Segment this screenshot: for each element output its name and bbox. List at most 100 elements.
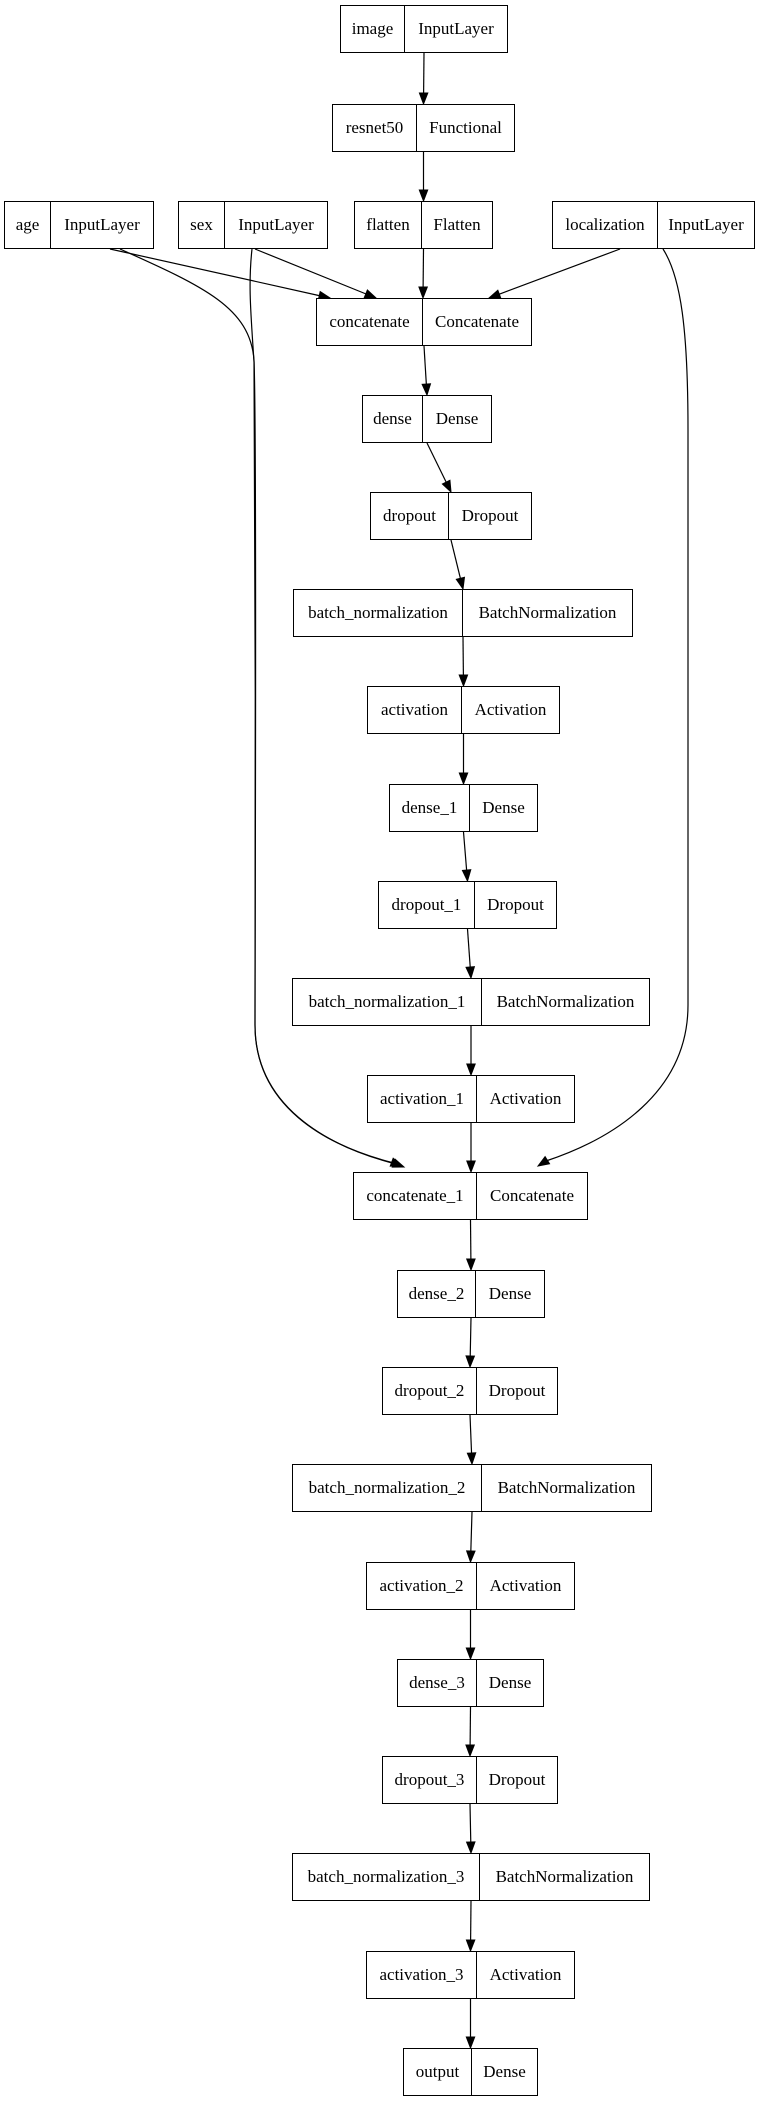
node-batch_normalization_3-class: BatchNormalization	[495, 1867, 634, 1886]
node-flatten: flatten Flatten	[354, 201, 493, 249]
node-localization-class: InputLayer	[668, 215, 744, 234]
node-dense_3-class: Dense	[488, 1673, 532, 1692]
node-output: output Dense	[403, 2048, 538, 2096]
node-dropout-class: Dropout	[461, 506, 519, 525]
edge-sex-concatenate_1	[249, 248, 404, 1167]
node-activation-name: activation	[368, 687, 462, 733]
node-batch_normalization_3-name: batch_normalization_3	[293, 1854, 480, 1900]
edge-batch_normalization_1-activation_1	[466, 1026, 476, 1077]
edge-concatenate_1-dense_2	[465, 1219, 476, 1272]
edge-dense-dropout	[426, 442, 452, 494]
node-activation_1-name: activation_1	[368, 1076, 477, 1122]
edge-dense_2-dropout_2	[465, 1317, 476, 1369]
node-activation_3-name: activation_3	[367, 1952, 477, 1998]
node-activation_2-name: activation_2	[367, 1563, 477, 1609]
node-batch_normalization_2-name: batch_normalization_2	[293, 1465, 482, 1511]
edge-activation_3-output	[465, 1999, 476, 2050]
node-dropout_2-name: dropout_2	[383, 1368, 477, 1414]
edge-dropout_1-batch_normalization_1	[465, 928, 476, 980]
edge-age-concatenate	[109, 248, 332, 301]
edge-concatenate-dense	[421, 345, 432, 397]
node-sex: sex InputLayer	[178, 201, 328, 249]
edge-age-concatenate_1	[119, 248, 406, 1168]
node-activation_2-class: Activation	[489, 1576, 562, 1595]
edge-dropout-batch_normalization	[450, 539, 466, 591]
node-batch_normalization: batch_normalization BatchNormalization	[293, 589, 633, 637]
node-activation-class: Activation	[474, 700, 547, 719]
node-localization: localization InputLayer	[552, 201, 755, 249]
node-dense: dense Dense	[362, 395, 492, 443]
edge-dropout_3-batch_normalization_3	[465, 1803, 476, 1855]
node-batch_normalization_2: batch_normalization_2 BatchNormalization	[292, 1464, 652, 1512]
node-batch_normalization_2-class: BatchNormalization	[497, 1478, 636, 1497]
node-sex-name: sex	[179, 202, 225, 248]
node-dense_2-class: Dense	[488, 1284, 532, 1303]
edge-batch_normalization_3-activation_3	[465, 1900, 476, 1953]
node-batch_normalization_3: batch_normalization_3 BatchNormalization	[292, 1853, 650, 1901]
node-dropout-name: dropout	[371, 493, 449, 539]
node-concatenate: concatenate Concatenate	[316, 298, 532, 346]
node-dense_2-name: dense_2	[398, 1271, 476, 1317]
node-concatenate-name: concatenate	[317, 299, 423, 345]
edge-dense_1-dropout_1	[461, 831, 472, 883]
edge-localization-concatenate	[487, 248, 621, 299]
node-dropout_1: dropout_1 Dropout	[378, 881, 557, 929]
node-dropout_1-class: Dropout	[487, 895, 544, 914]
node-flatten-name: flatten	[355, 202, 422, 248]
node-dense_3-name: dense_3	[398, 1660, 477, 1706]
edge-flatten-concatenate	[418, 248, 429, 300]
node-batch_normalization-name: batch_normalization	[294, 590, 463, 636]
node-dense-class: Dense	[435, 409, 479, 428]
edge-resnet50-flatten	[418, 152, 429, 203]
edge-sex-concatenate	[254, 248, 378, 299]
edge-activation-dense_1	[458, 734, 469, 786]
node-output-class: Dense	[483, 2062, 526, 2081]
node-resnet50-class: Functional	[429, 118, 502, 137]
node-dropout_2-class: Dropout	[488, 1381, 546, 1400]
node-activation_3: activation_3 Activation	[366, 1951, 575, 1999]
node-resnet50-name: resnet50	[333, 105, 417, 151]
node-dense_1: dense_1 Dense	[389, 784, 538, 832]
node-dropout_1-name: dropout_1	[379, 882, 475, 928]
node-sex-class: InputLayer	[238, 215, 314, 234]
node-image-name: image	[341, 6, 405, 52]
node-image: image InputLayer	[340, 5, 508, 53]
node-dense_1-name: dense_1	[390, 785, 470, 831]
node-concatenate_1-name: concatenate_1	[354, 1173, 477, 1219]
node-activation_3-class: Activation	[489, 1965, 562, 1984]
node-dropout_3-class: Dropout	[488, 1770, 546, 1789]
node-dropout_2: dropout_2 Dropout	[382, 1367, 558, 1415]
edge-activation_2-dense_3	[465, 1610, 476, 1661]
node-activation_1-class: Activation	[489, 1089, 562, 1108]
node-activation_1: activation_1 Activation	[367, 1075, 575, 1123]
edge-localization-concatenate_1	[536, 248, 689, 1167]
node-concatenate-class: Concatenate	[434, 312, 519, 331]
node-dense-name: dense	[363, 396, 423, 442]
node-output-name: output	[404, 2049, 472, 2095]
node-activation_2: activation_2 Activation	[366, 1562, 575, 1610]
node-age-class: InputLayer	[64, 215, 140, 234]
node-dropout_3: dropout_3 Dropout	[382, 1756, 558, 1804]
edge-image-resnet50	[418, 52, 429, 106]
node-batch_normalization-class: BatchNormalization	[478, 603, 617, 622]
node-dense_2: dense_2 Dense	[397, 1270, 545, 1318]
node-concatenate_1-class: Concatenate	[489, 1186, 574, 1205]
node-resnet50: resnet50 Functional	[332, 104, 515, 152]
node-dense_3: dense_3 Dense	[397, 1659, 544, 1707]
node-flatten-class: Flatten	[433, 215, 481, 234]
node-batch_normalization_1-class: BatchNormalization	[496, 992, 635, 1011]
node-batch_normalization_1: batch_normalization_1 BatchNormalization	[292, 978, 650, 1026]
node-concatenate_1: concatenate_1 Concatenate	[353, 1172, 588, 1220]
node-image-class: InputLayer	[418, 19, 494, 38]
edge-dropout_2-batch_normalization_2	[466, 1414, 477, 1466]
node-activation: activation Activation	[367, 686, 560, 734]
node-batch_normalization_1-name: batch_normalization_1	[293, 979, 482, 1025]
node-localization-name: localization	[553, 202, 658, 248]
node-dropout_3-name: dropout_3	[383, 1757, 477, 1803]
edge-dense_3-dropout_3	[465, 1706, 476, 1758]
node-dense_1-class: Dense	[482, 798, 525, 817]
edge-batch_normalization_2-activation_2	[465, 1511, 476, 1564]
edge-activation_1-concatenate_1	[466, 1123, 476, 1174]
